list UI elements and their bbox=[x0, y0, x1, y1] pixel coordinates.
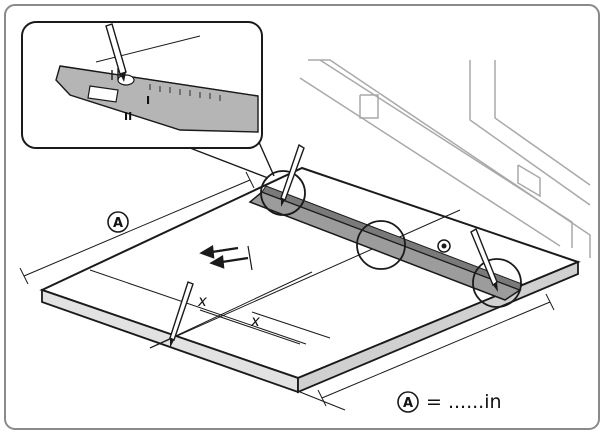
inset-mark-1: I bbox=[146, 94, 150, 107]
mark-x-left: x bbox=[197, 292, 207, 310]
dimension-badge-left bbox=[107, 211, 129, 233]
panel-guides bbox=[89, 209, 461, 349]
dimension-line-left bbox=[19, 171, 255, 285]
pencil-bottom-icon bbox=[169, 281, 194, 348]
inset-zoom-view: I II bbox=[21, 21, 263, 149]
dimension-letter-left: A bbox=[113, 216, 123, 231]
pencil-right-icon bbox=[470, 227, 498, 292]
mark-x-right: x bbox=[250, 312, 260, 330]
highlight-circle-right bbox=[472, 258, 522, 308]
dimension-letter-bottom: A bbox=[403, 396, 413, 411]
direction-arrows-icon bbox=[199, 244, 253, 271]
inset-mark-2: II bbox=[124, 110, 132, 123]
dimension-badge-bottom bbox=[397, 391, 419, 413]
cabinet-outline bbox=[299, 59, 591, 258]
inset-connector bbox=[189, 139, 275, 179]
highlight-circle-left bbox=[260, 170, 306, 216]
dimension-line-bottom bbox=[299, 293, 555, 411]
bar-knob-inner bbox=[441, 243, 447, 249]
highlight-circle-center bbox=[356, 220, 406, 270]
inset-slot bbox=[87, 85, 119, 103]
inset-pencil-icon bbox=[105, 23, 127, 82]
outer-frame bbox=[4, 4, 600, 430]
dimension-equation: = ......in bbox=[426, 391, 502, 413]
measuring-bar-top bbox=[261, 185, 523, 291]
pencil-left-icon bbox=[280, 143, 305, 207]
inset-hole bbox=[117, 74, 135, 86]
